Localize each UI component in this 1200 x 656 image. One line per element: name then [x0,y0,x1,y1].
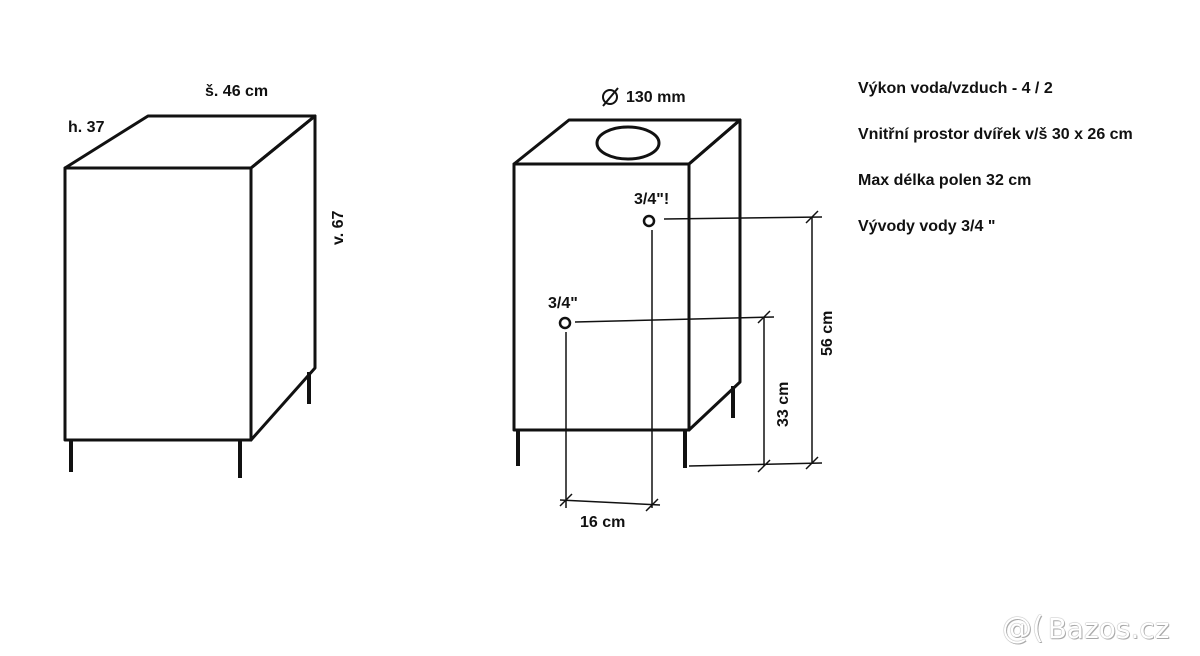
watermark: @( Bazos.cz [1002,608,1170,648]
left-cabinet-legs [69,372,311,478]
dimension-lines [559,210,823,512]
flue-diameter-label: 130 mm [626,89,686,106]
right-stove-legs [516,386,735,468]
right-stove-side-face [687,118,742,432]
dim-56-label: 56 cm [819,311,836,356]
upper-outlet-label: 3/4"! [634,191,669,208]
at-sign-logo-icon: @( [1002,610,1044,646]
right-stove [512,118,742,432]
watermark-text: Bazos.cz [1047,611,1170,645]
left-cabinet-front-face [63,166,253,442]
flue-opening [595,125,661,161]
left-width-label: š. 46 cm [205,83,268,100]
lower-outlet-label: 3/4" [548,295,578,312]
diameter-icon [602,87,619,107]
spec-water-outlets: Vývody vody 3/4 " [858,218,996,235]
left-cabinet-side-face [249,114,317,442]
spec-log-length: Max délka polen 32 cm [858,172,1032,189]
upper-outlet-icon [642,214,656,228]
specs-list: Výkon voda/vzduch - 4 / 2 Vnitřní prosto… [858,80,1133,264]
lower-outlet-icon [558,316,572,330]
spec-output: Výkon voda/vzduch - 4 / 2 [858,80,1053,97]
dim-33-label: 33 cm [775,382,792,427]
spec-door-opening: Vnitřní prostor dvířek v/š 30 x 26 cm [858,126,1133,143]
left-cabinet [63,114,317,442]
dim-16-label: 16 cm [580,514,625,531]
left-height-label: v. 67 [330,211,347,246]
left-depth-label: h. 37 [68,119,105,136]
